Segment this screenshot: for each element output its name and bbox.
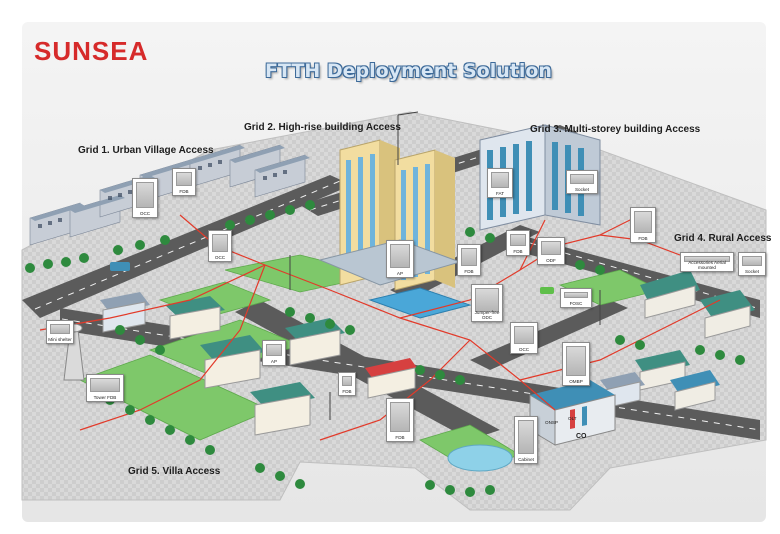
onsp-label: ONSP xyxy=(545,420,559,425)
ombp-label: OMBP xyxy=(569,379,583,384)
socket-label: Socket xyxy=(744,269,760,274)
fosc-label: FOSC xyxy=(569,301,583,306)
callout-ap-tower: AP xyxy=(386,240,414,278)
callout-fdb-grid1: FDB xyxy=(172,168,196,196)
jumper-odc-label: Jumper-free ODC xyxy=(474,310,500,320)
grid5-label: Grid 5. Villa Access xyxy=(128,466,221,477)
grid3-label: Grid 3. Multi-storey building Access xyxy=(530,124,701,135)
callout-fdb-grid4: FDB xyxy=(630,207,656,243)
callout-jumper-odc: Jumper-free ODC xyxy=(471,284,503,322)
callout-fdb-villa: FDB xyxy=(338,372,356,396)
callout-fat: FAT xyxy=(487,168,513,198)
fdb-label: FDB xyxy=(638,236,648,241)
callout-odf: ODF xyxy=(537,237,565,265)
callout-fdb-villa2: FDB xyxy=(386,398,414,442)
central-office-building xyxy=(529,380,616,446)
fat-label: FAT xyxy=(495,191,505,196)
callout-socket-grid3: Socket xyxy=(566,170,598,194)
ap-label: AP xyxy=(270,359,278,364)
callout-occ-street: OCC xyxy=(208,230,232,262)
odf-label: ODF xyxy=(546,258,556,263)
grid2-label: Grid 2. High-rise building Access xyxy=(244,122,401,133)
tower-fdb-label: Tower FDB xyxy=(93,395,117,400)
vehicles xyxy=(110,262,554,294)
callout-ombp: OMBP xyxy=(562,342,590,386)
callout-occ-grid1: OCC xyxy=(132,178,158,218)
callout-socket-grid4: Socket xyxy=(738,252,766,276)
grid1-label: Grid 1. Urban Village Access xyxy=(78,145,214,156)
callout-tower-fdb: Tower FDB xyxy=(86,374,124,402)
mini-shelter-label: Mini shelter xyxy=(48,337,72,342)
fdb-label: FDB xyxy=(342,389,352,394)
callout-fdb-grid3: FDB xyxy=(506,230,530,256)
aerial-label: Accessories Aerial mounted xyxy=(688,260,726,270)
cabinet-label: Cabinet xyxy=(518,457,534,462)
street-poles xyxy=(289,111,601,420)
fdb-label: FDB xyxy=(395,435,405,440)
ap-label: AP xyxy=(396,271,404,276)
callout-fdb-tower: FDB xyxy=(457,244,481,276)
sunsea-logo: SUNSEA xyxy=(34,36,149,66)
fdb-label: FDB xyxy=(464,269,474,274)
fdb-label: FDB xyxy=(513,249,523,254)
pond xyxy=(447,444,513,472)
villas xyxy=(100,292,420,436)
trees xyxy=(25,200,745,497)
socket-label: Socket xyxy=(574,187,590,192)
fdb-label: FDB xyxy=(179,189,189,194)
page-title: FTTH Deployment Solution xyxy=(265,60,552,82)
callout-fosc: FOSC xyxy=(560,288,592,308)
grid4-label: Grid 4. Rural Access xyxy=(674,233,772,244)
co-label: CO xyxy=(576,433,587,440)
callout-aerial: Accessories Aerial mounted xyxy=(680,252,734,272)
occ-label: OCC xyxy=(214,255,226,260)
callout-ap-villa: AP xyxy=(262,340,286,366)
rural-houses xyxy=(600,270,755,411)
callout-occ-grid2: OCC xyxy=(510,322,538,354)
occ-label: OCC xyxy=(139,211,151,216)
olt-label: OLT xyxy=(568,416,577,421)
occ-label: OCC xyxy=(518,347,530,352)
callout-cabinet: Cabinet xyxy=(514,416,538,464)
callout-mini-shelter: Mini shelter xyxy=(46,320,74,344)
